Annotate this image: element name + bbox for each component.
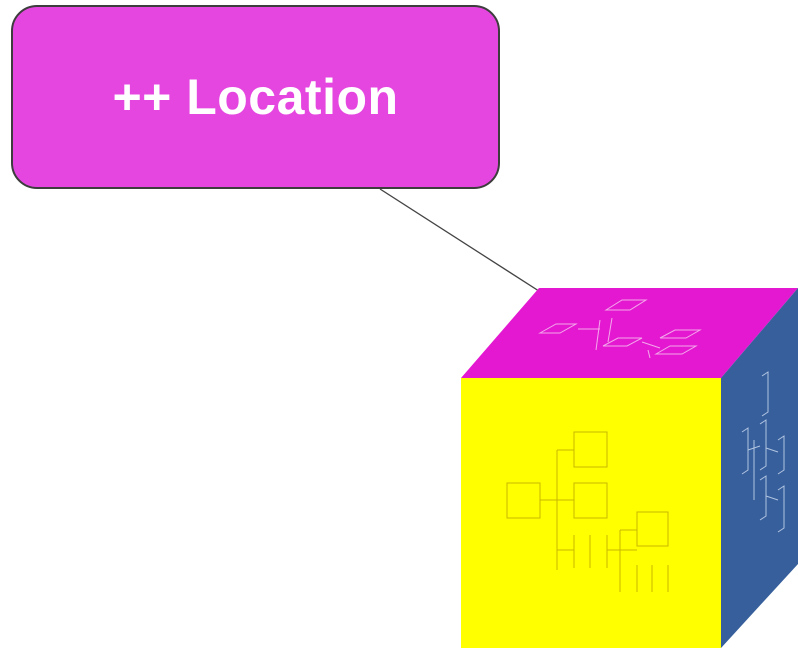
front-face-tree-diagram	[506, 431, 669, 592]
top-face-tree-diagram	[538, 299, 702, 359]
cube-front-face	[461, 378, 721, 648]
callout-connector-line	[379, 188, 557, 303]
cube-top-face	[461, 288, 798, 378]
hierarchy-cube	[461, 288, 798, 648]
side-face-tree-diagram	[741, 371, 785, 533]
location-callout: ++ Location	[11, 5, 500, 189]
callout-label: ++ Location	[112, 69, 399, 125]
cube-side-face	[721, 288, 798, 648]
